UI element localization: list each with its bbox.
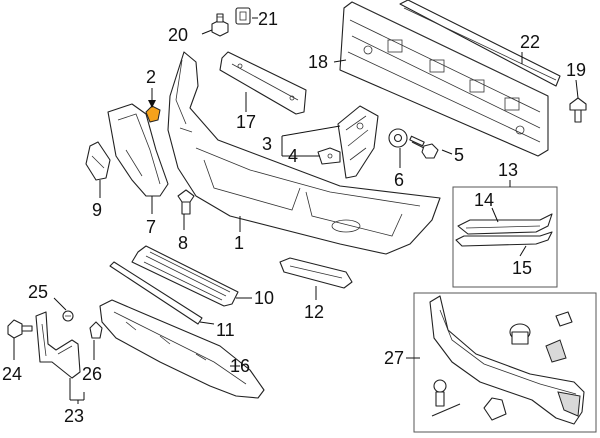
part-20-bolt <box>211 13 229 37</box>
callout-26: 26 <box>82 364 102 384</box>
part-27-kit-hardware <box>431 311 573 421</box>
part-10-lower-grille <box>131 245 239 307</box>
part-19-push-clip <box>569 97 587 123</box>
callout-9: 9 <box>92 200 102 220</box>
callout-10: 10 <box>254 288 274 308</box>
callout-24: 24 <box>2 364 22 384</box>
callout-1: 1 <box>234 233 244 253</box>
part-17-bracket <box>219 51 307 115</box>
part-25-screw <box>62 310 74 322</box>
part-7-side-panel <box>107 103 169 197</box>
callout-23: 23 <box>64 406 84 426</box>
callout-3: 3 <box>262 134 272 154</box>
callout-2: 2 <box>146 67 156 87</box>
part-9-side-bracket <box>85 141 111 181</box>
callout-20: 20 <box>168 25 188 45</box>
part-2-tow-hook-cover <box>145 105 161 123</box>
part-15-molding-lower <box>455 231 553 247</box>
callout-15: 15 <box>512 258 532 278</box>
part-27-skid-plate <box>429 295 585 425</box>
part-16-skid-panel <box>99 299 265 399</box>
part-26-clip <box>89 321 103 339</box>
part-11-trim-strip <box>109 261 203 325</box>
part-21-clip-nut <box>235 7 251 25</box>
callout-27: 27 <box>384 348 404 368</box>
part-24-bolt <box>7 319 33 339</box>
part-6-washer <box>388 128 408 148</box>
part-18-22-impact-beam <box>339 0 561 157</box>
callout-12: 12 <box>304 302 324 322</box>
callout-22: 22 <box>520 32 540 52</box>
callout-21: 21 <box>258 9 278 29</box>
callout-4: 4 <box>288 146 298 166</box>
callout-25: 25 <box>28 282 48 302</box>
callout-16: 16 <box>230 356 250 376</box>
part-3-side-bracket <box>337 105 379 179</box>
kit-13-box <box>452 186 558 288</box>
kit-27-box <box>413 292 597 433</box>
callout-7: 7 <box>146 217 156 237</box>
part-4-clip <box>317 147 341 165</box>
callout-5: 5 <box>454 145 464 165</box>
callout-8: 8 <box>178 233 188 253</box>
part-23-bracket <box>35 311 81 379</box>
part-1-bumper-cover <box>167 51 441 255</box>
part-5-bolt <box>409 135 439 159</box>
part-14-molding-upper <box>457 213 553 235</box>
callout-11: 11 <box>216 320 235 340</box>
callout-14: 14 <box>474 190 494 210</box>
leader-lines <box>13 17 579 404</box>
part-12-fog-trim <box>279 257 353 289</box>
callout-19: 19 <box>566 60 586 80</box>
part-8-push-pin <box>177 189 195 215</box>
callout-6: 6 <box>394 170 404 190</box>
callout-17: 17 <box>236 112 256 132</box>
callout-18: 18 <box>308 52 328 72</box>
callout-13: 13 <box>498 160 518 180</box>
